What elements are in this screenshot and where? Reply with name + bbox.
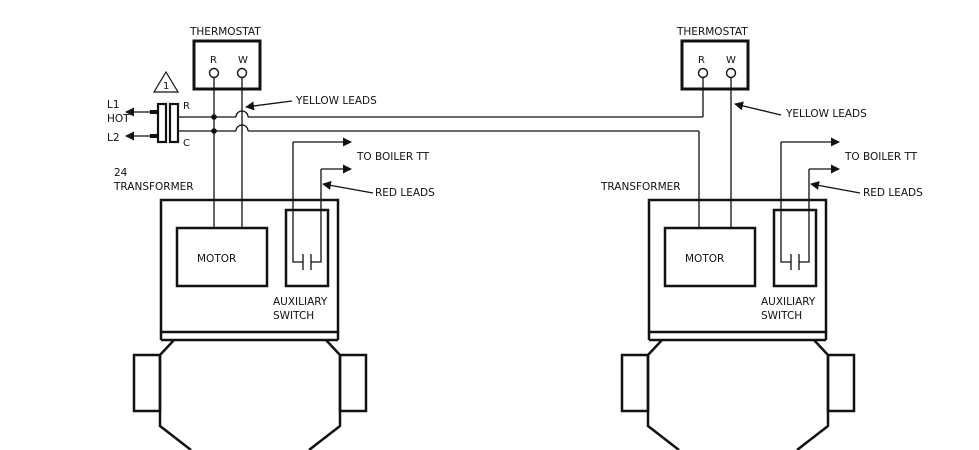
left-transformer-r-label: R bbox=[183, 101, 190, 112]
right-aux-label-line1: AUXILIARY bbox=[761, 296, 816, 308]
left-transformer-label: TRANSFORMER bbox=[113, 181, 194, 193]
left-red-leads-label: RED LEADS bbox=[375, 187, 435, 199]
left-aux-switch-contact-icon bbox=[292, 243, 322, 270]
left-valve-body bbox=[158, 339, 342, 450]
left-terminal-w-label: W bbox=[238, 55, 248, 66]
right-zone: THERMOSTAT R W YELLOW LEADS TRANSFORMER … bbox=[600, 26, 923, 450]
left-wires bbox=[178, 78, 703, 228]
right-terminal-r bbox=[697, 67, 709, 79]
left-red-leads-arrow bbox=[322, 180, 374, 194]
right-wires bbox=[698, 78, 732, 228]
left-boiler-leads bbox=[292, 137, 352, 243]
left-warning-number: 1 bbox=[163, 81, 169, 92]
left-transformer-c-label: C bbox=[183, 138, 190, 149]
right-aux-switch-box bbox=[772, 208, 818, 288]
right-valve-port-left bbox=[620, 353, 650, 413]
right-to-boiler-label: TO BOILER TT bbox=[844, 151, 918, 163]
left-thermostat: THERMOSTAT R W bbox=[189, 26, 262, 91]
left-transformer-symbol bbox=[150, 102, 180, 144]
left-warning-symbol: 1 bbox=[152, 70, 180, 93]
left-l2-label: L2 bbox=[107, 132, 120, 144]
left-motor-box bbox=[175, 226, 269, 288]
right-aux-switch-contact-icon bbox=[780, 243, 810, 270]
left-aux-label-line2: SWITCH bbox=[273, 310, 314, 322]
right-thermostat-title: THERMOSTAT bbox=[676, 26, 748, 38]
right-actuator-housing bbox=[647, 198, 828, 334]
right-valve-port-right bbox=[826, 353, 856, 413]
right-terminal-w-label: W bbox=[726, 55, 736, 66]
right-red-leads-arrow bbox=[810, 181, 861, 194]
right-boiler-leads bbox=[780, 137, 840, 243]
left-terminal-w bbox=[236, 67, 248, 79]
right-thermostat-box bbox=[680, 39, 750, 91]
right-terminal-r-label: R bbox=[698, 55, 705, 66]
left-aux-switch-box bbox=[284, 208, 330, 288]
right-aux-label-line2: SWITCH bbox=[761, 310, 802, 322]
right-yellow-leads-label: YELLOW LEADS bbox=[785, 108, 867, 120]
right-red-leads-label: RED LEADS bbox=[863, 187, 923, 199]
left-terminal-r-label: R bbox=[210, 55, 217, 66]
right-thermostat: THERMOSTAT R W bbox=[676, 26, 750, 91]
warning-triangle-icon bbox=[152, 70, 180, 93]
right-yellow-leads-arrow bbox=[734, 101, 782, 116]
left-hot-label: HOT bbox=[107, 113, 130, 125]
right-valve-body bbox=[646, 339, 830, 450]
left-thermostat-box bbox=[192, 39, 262, 91]
left-to-boiler-label: TO BOILER TT bbox=[356, 151, 430, 163]
right-transformer-label: TRANSFORMER bbox=[600, 181, 681, 193]
right-motor-box bbox=[663, 226, 757, 288]
left-motor-label: MOTOR bbox=[197, 253, 236, 265]
left-thermostat-title: THERMOSTAT bbox=[189, 26, 261, 38]
right-motor-label: MOTOR bbox=[685, 253, 724, 265]
left-terminal-r bbox=[208, 67, 220, 79]
left-valve-port-left bbox=[132, 353, 162, 413]
left-actuator-housing bbox=[159, 198, 340, 334]
left-valve-port-right bbox=[338, 353, 368, 413]
left-transformer-voltage: 24 bbox=[114, 167, 128, 179]
left-yellow-leads-label: YELLOW LEADS bbox=[295, 95, 377, 107]
left-zone: THERMOSTAT R W 1 L1 HOT L2 R C 24 TRANSF… bbox=[107, 26, 703, 450]
left-aux-label-line1: AUXILIARY bbox=[273, 296, 328, 308]
right-terminal-w bbox=[725, 67, 737, 79]
left-l1-label: L1 bbox=[107, 99, 120, 111]
left-yellow-leads-arrow bbox=[245, 100, 293, 111]
